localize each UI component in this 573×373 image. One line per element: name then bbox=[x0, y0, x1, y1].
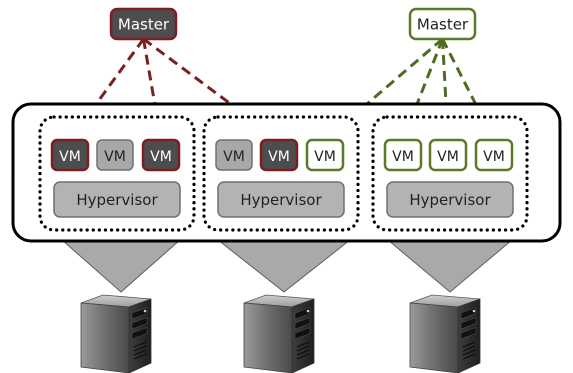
hypervisor-label: Hypervisor bbox=[240, 191, 322, 209]
host-funnels bbox=[60, 239, 514, 293]
master-green-node[interactable]: Master bbox=[408, 7, 477, 41]
master-red-label: Master bbox=[118, 16, 170, 34]
vm-label: VM bbox=[150, 149, 172, 165]
funnel-host-1 bbox=[60, 239, 182, 293]
vm-label: VM bbox=[437, 149, 459, 165]
host-boundary bbox=[371, 115, 529, 232]
vm-green[interactable]: VM bbox=[305, 138, 345, 172]
vm-neutral[interactable]: VM bbox=[215, 139, 253, 171]
hypervisor-box[interactable]: Hypervisor bbox=[386, 181, 514, 218]
vm-label: VM bbox=[268, 149, 290, 165]
funnel-host-2 bbox=[216, 239, 352, 293]
vm-red[interactable]: VM bbox=[259, 138, 299, 172]
server-tower-icon bbox=[80, 294, 152, 373]
host-group-1: VM VM VM Hypervisor bbox=[38, 115, 196, 232]
vm-label: VM bbox=[392, 149, 414, 165]
host-group-3: VM VM VM Hypervisor bbox=[371, 115, 529, 232]
master-red-node[interactable]: Master bbox=[109, 7, 178, 41]
edge-green-host3-vm1 bbox=[401, 38, 444, 141]
vm-label: VM bbox=[483, 149, 505, 165]
edge-green-host3-vm3 bbox=[441, 38, 496, 141]
funnel-host-3 bbox=[386, 239, 514, 293]
vm-green[interactable]: VM bbox=[474, 138, 514, 172]
hypervisor-label: Hypervisor bbox=[409, 191, 491, 209]
master-green-label: Master bbox=[417, 16, 469, 34]
vm-green[interactable]: VM bbox=[383, 138, 423, 172]
hypervisor-label: Hypervisor bbox=[76, 191, 158, 209]
hypervisor-box[interactable]: Hypervisor bbox=[217, 181, 345, 218]
host-group-2: VM VM VM Hypervisor bbox=[202, 115, 360, 232]
physical-servers bbox=[80, 294, 481, 373]
vm-label: VM bbox=[59, 149, 81, 165]
host-boundary bbox=[202, 115, 360, 232]
vm-label: VM bbox=[314, 149, 336, 165]
vm-label: VM bbox=[223, 149, 245, 165]
server-tower-icon bbox=[409, 294, 481, 373]
server-tower-icon bbox=[243, 294, 315, 373]
vm-red[interactable]: VM bbox=[50, 138, 90, 172]
host-boundary bbox=[38, 115, 196, 232]
vm-red[interactable]: VM bbox=[141, 138, 181, 172]
host-groups: VM VM VM Hypervisor VM VM VM Hypervisor VM VM VM Hy… bbox=[38, 115, 529, 232]
hypervisor-box[interactable]: Hypervisor bbox=[53, 181, 181, 218]
vm-green[interactable]: VM bbox=[428, 138, 468, 172]
edge-red-host2-vm2 bbox=[142, 37, 280, 142]
vm-neutral[interactable]: VM bbox=[96, 139, 134, 171]
cluster-box bbox=[11, 102, 562, 243]
vm-label: VM bbox=[104, 149, 126, 165]
